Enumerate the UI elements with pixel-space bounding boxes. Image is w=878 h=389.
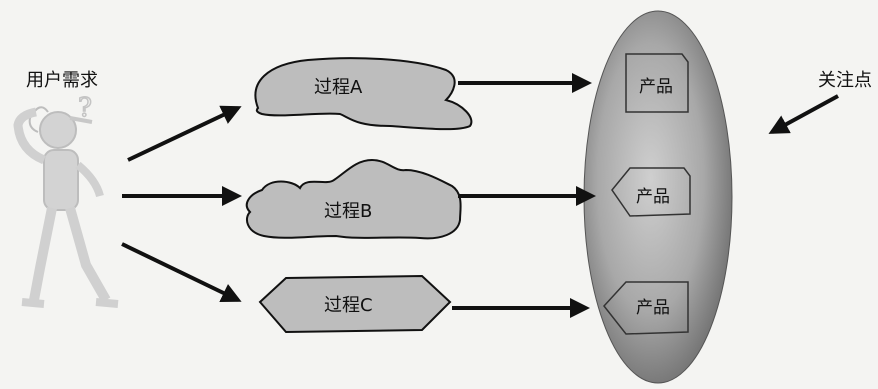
- user-requirement-label: 用户需求: [26, 66, 98, 92]
- product-2-label: 产品: [636, 187, 670, 207]
- focus-arrow: [772, 96, 838, 132]
- product-1-label: 产品: [639, 77, 673, 97]
- user-figure: ?: [18, 93, 118, 304]
- product-3-label: 产品: [636, 298, 670, 318]
- process-c-label: 过程C: [324, 295, 373, 316]
- arrow-user-to-process-a: [128, 108, 238, 160]
- focus-label: 关注点: [818, 66, 872, 92]
- arrow-user-to-process-c: [122, 244, 238, 300]
- process-b-shape: [247, 160, 461, 238]
- process-b-label: 过程B: [324, 201, 372, 222]
- question-mark-icon: ?: [78, 93, 92, 123]
- process-a-shape: [255, 58, 471, 129]
- process-a-label: 过程A: [314, 77, 363, 98]
